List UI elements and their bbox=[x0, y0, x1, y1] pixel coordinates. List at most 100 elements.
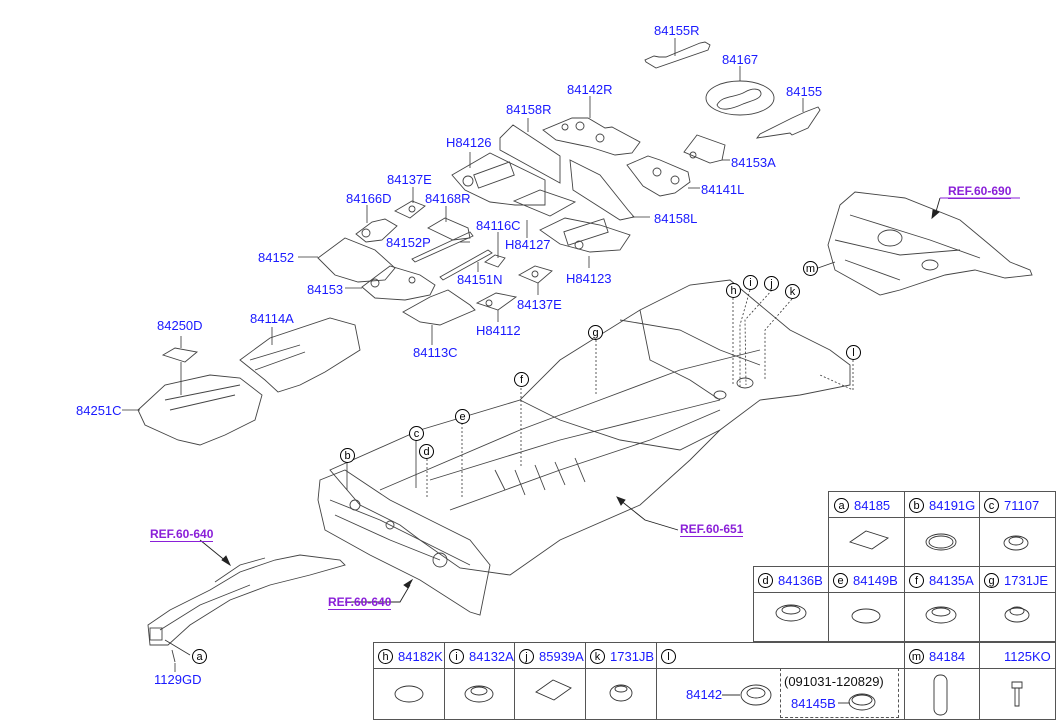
part-label-84152P[interactable]: 84152P bbox=[386, 235, 431, 250]
ref-60-651-link[interactable]: REF.60-651 bbox=[680, 522, 744, 537]
part-label-84151N[interactable]: 84151N bbox=[457, 272, 503, 287]
legend-header-g[interactable]: g 1731JE bbox=[980, 566, 1048, 594]
legend-cell-h-image bbox=[373, 668, 445, 720]
legend-header-c[interactable]: c 71107 bbox=[980, 491, 1039, 519]
part-label-84155R[interactable]: 84155R bbox=[654, 23, 700, 38]
part-label-84153A[interactable]: 84153A bbox=[731, 155, 776, 170]
rear-panel-shape bbox=[827, 191, 1033, 296]
part-84137E-bottom-shape bbox=[517, 265, 553, 284]
legend-part-1731JE[interactable]: 1731JE bbox=[1004, 572, 1049, 588]
legend-header-h[interactable]: h 84182K bbox=[374, 642, 443, 670]
legend-part-84184[interactable]: 84184 bbox=[929, 648, 966, 664]
legend-cell-c-image bbox=[979, 517, 1056, 567]
callout-m[interactable]: m bbox=[803, 261, 818, 276]
part-label-84137E-top[interactable]: 84137E bbox=[387, 172, 432, 187]
callout-f[interactable]: f bbox=[514, 372, 529, 387]
legend-part-84191G[interactable]: 84191G bbox=[929, 497, 976, 513]
callout-b[interactable]: b bbox=[340, 448, 355, 463]
ref-60-640-center-link[interactable]: REF.60-640 bbox=[328, 595, 392, 610]
part-84158R-shape bbox=[499, 124, 561, 184]
callout-e[interactable]: e bbox=[455, 409, 470, 424]
legend-header-l: l bbox=[657, 642, 676, 670]
part-label-84116C[interactable]: 84116C bbox=[476, 218, 521, 233]
part-label-84251C[interactable]: 84251C bbox=[76, 403, 122, 418]
floor-panel-shape bbox=[329, 279, 851, 576]
legend-header-b[interactable]: b 84191G bbox=[905, 491, 975, 519]
legend-part-84182K[interactable]: 84182K bbox=[398, 648, 443, 664]
part-label-84166D[interactable]: 84166D bbox=[346, 191, 392, 206]
legend-key-i: i bbox=[449, 648, 464, 664]
callout-g[interactable]: g bbox=[588, 325, 603, 340]
part-label-84168R[interactable]: 84168R bbox=[425, 191, 471, 206]
legend-cell-f-image bbox=[904, 592, 980, 642]
callout-d[interactable]: d bbox=[419, 444, 434, 459]
legend-cell-a-image bbox=[828, 517, 905, 567]
legend-part-84185[interactable]: 84185 bbox=[854, 497, 891, 513]
callout-i[interactable]: i bbox=[743, 275, 758, 290]
callout-c[interactable]: c bbox=[409, 426, 424, 441]
legend-part-85939A[interactable]: 85939A bbox=[539, 648, 584, 664]
part-label-84158R[interactable]: 84158R bbox=[506, 102, 552, 117]
legend-header-k[interactable]: k 1731JB bbox=[586, 642, 654, 670]
legend-key-g: g bbox=[984, 572, 999, 588]
part-84155R-shape bbox=[644, 41, 711, 69]
legend-l-part-84145B[interactable]: 84145B bbox=[791, 696, 836, 711]
part-84167-shape bbox=[705, 80, 775, 116]
part-label-84158L[interactable]: 84158L bbox=[654, 211, 698, 226]
callout-a[interactable]: a bbox=[192, 649, 207, 664]
legend-part-84136B[interactable]: 84136B bbox=[778, 572, 823, 588]
part-84152-shape bbox=[317, 237, 396, 283]
legend-cell-d-header bbox=[753, 566, 829, 593]
legend-header-i[interactable]: i 84132A bbox=[445, 642, 514, 670]
part-label-84152[interactable]: 84152 bbox=[258, 250, 295, 265]
part-84141L-shape bbox=[626, 155, 691, 197]
legend-l-part-84142[interactable]: 84142 bbox=[686, 687, 723, 702]
part-label-H84126[interactable]: H84126 bbox=[446, 135, 492, 150]
legend-header-f[interactable]: f 84135A bbox=[905, 566, 974, 594]
part-H84127-shape bbox=[512, 189, 577, 217]
part-label-84113C[interactable]: 84113C bbox=[413, 345, 458, 360]
part-84113C-shape bbox=[402, 289, 476, 326]
legend-header-j[interactable]: j 85939A bbox=[515, 642, 584, 670]
legend-part-1125KO[interactable]: 1125KO bbox=[1004, 648, 1051, 664]
legend-header-a[interactable]: a 84185 bbox=[830, 491, 890, 519]
legend-key-k: k bbox=[590, 648, 605, 664]
part-label-H84112[interactable]: H84112 bbox=[476, 323, 521, 338]
legend-key-a: a bbox=[834, 497, 849, 513]
ref-60-690-link[interactable]: REF.60-690 bbox=[948, 184, 1012, 199]
part-label-1129GD[interactable]: 1129GD bbox=[154, 672, 202, 687]
part-label-84250D[interactable]: 84250D bbox=[157, 318, 203, 333]
part-label-H84123[interactable]: H84123 bbox=[566, 271, 612, 286]
part-84114A-shape bbox=[239, 317, 361, 393]
part-label-84167[interactable]: 84167 bbox=[722, 52, 759, 67]
legend-cell-l-header bbox=[656, 642, 905, 669]
legend-part-84132A[interactable]: 84132A bbox=[469, 648, 514, 664]
legend-part-71107[interactable]: 71107 bbox=[1004, 497, 1040, 513]
ref-60-640-left-link[interactable]: REF.60-640 bbox=[150, 527, 214, 542]
legend-part-1731JB[interactable]: 1731JB bbox=[610, 648, 655, 664]
callout-h[interactable]: h bbox=[726, 283, 741, 298]
part-84116C-shape bbox=[484, 254, 506, 268]
callout-l[interactable]: l bbox=[846, 345, 861, 360]
part-label-84114A[interactable]: 84114A bbox=[250, 311, 294, 326]
legend-cell-1125KO-image bbox=[979, 668, 1056, 720]
legend-part-84149B[interactable]: 84149B bbox=[853, 572, 898, 588]
part-H84123-shape bbox=[539, 217, 631, 253]
legend-header-m[interactable]: m 84184 bbox=[905, 642, 965, 670]
legend-key-d: d bbox=[758, 572, 773, 588]
part-label-84141L[interactable]: 84141L bbox=[701, 182, 745, 197]
legend-header-1125KO[interactable]: 1125KO bbox=[1000, 642, 1051, 670]
legend-header-e[interactable]: e 84149B bbox=[829, 566, 898, 594]
part-label-84137E-bottom[interactable]: 84137E bbox=[517, 297, 562, 312]
part-label-84155[interactable]: 84155 bbox=[786, 84, 823, 99]
part-label-84142R[interactable]: 84142R bbox=[567, 82, 613, 97]
part-label-84153[interactable]: 84153 bbox=[307, 282, 344, 297]
legend-key-l: l bbox=[661, 648, 676, 664]
part-84168R-shape bbox=[427, 217, 471, 241]
part-label-H84127[interactable]: H84127 bbox=[505, 237, 551, 252]
legend-header-d[interactable]: d 84136B bbox=[754, 566, 823, 594]
legend-part-84135A[interactable]: 84135A bbox=[929, 572, 974, 588]
part-84158L-shape bbox=[569, 159, 635, 221]
callout-j[interactable]: j bbox=[764, 276, 779, 291]
callout-k[interactable]: k bbox=[785, 284, 800, 299]
